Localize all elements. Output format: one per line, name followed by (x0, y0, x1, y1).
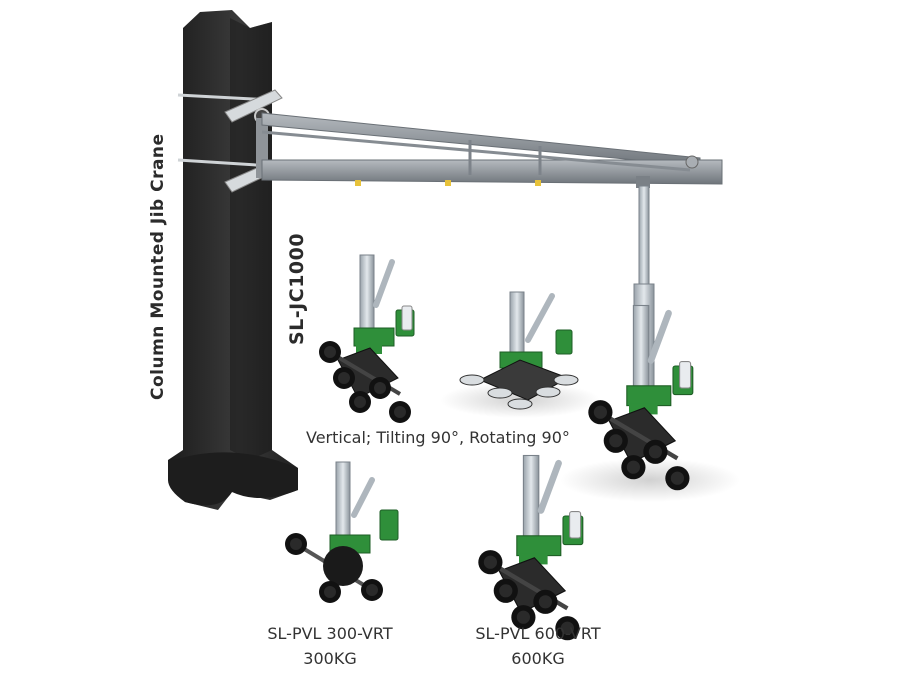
feature-caption: Vertical; Tilting 90°, Rotating 90° (306, 428, 570, 447)
attachment-vertical-left (319, 255, 414, 423)
shadow-right (560, 458, 740, 502)
model-code: SL-JC1000 (286, 232, 308, 345)
product-name: SL-PVL 300-VRT (267, 624, 393, 643)
crane-title: Column Mounted Jib Crane (148, 133, 168, 400)
product-capacity: 600KG (511, 649, 565, 668)
product-sl-pvl-300-vrt (285, 461, 399, 603)
crane-column (168, 10, 298, 510)
hanging-lifter (588, 185, 693, 490)
jib-arm (261, 112, 723, 188)
product-capacity: 300KG (303, 649, 357, 668)
product-name: SL-PVL 600-VRT (475, 624, 601, 643)
attachment-horizontal-center (459, 291, 579, 410)
